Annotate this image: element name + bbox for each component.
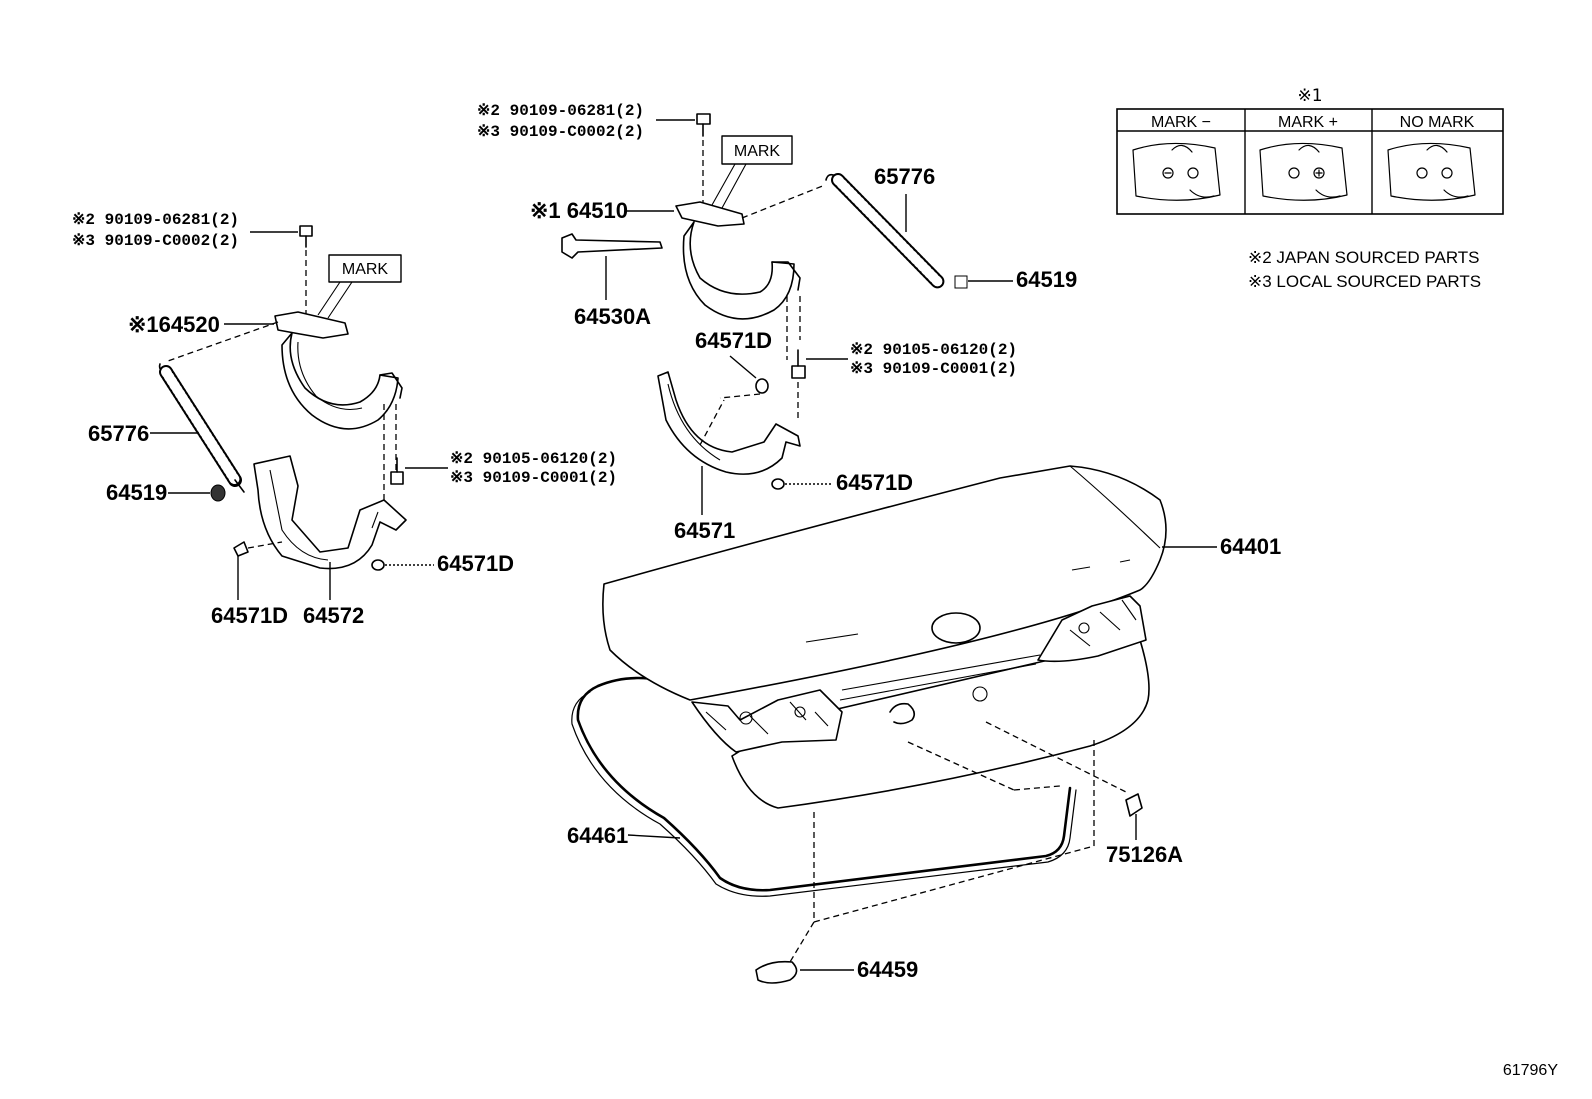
upper-hinge-assembly: MARK [561,113,968,490]
legend-sketch-minus [1132,142,1221,201]
label-upper-bush: 64519 [1016,267,1077,292]
legend-sketch-no-mark [1387,142,1476,201]
left-hinge-assembly: MARK [158,225,407,571]
trunk-lid-assembly [571,465,1167,984]
label-weatherstrip: 64461 [567,823,628,848]
label-hole-plug: 75126A [1106,842,1183,867]
label-upper-hinge: ※1 64510 [530,198,628,223]
note-local-sourced: ※3 LOCAL SOURCED PARTS [1248,272,1481,291]
label-left-clip-left: 64571D [211,603,288,628]
label-left-bush: 64519 [106,480,167,505]
legend-title: ※1 [1297,86,1322,106]
label-upper-cover: 64571 [674,518,735,543]
left-spring [158,363,245,493]
label-left-bolt2-japan: ※2 90105-06120(2) [450,450,617,468]
left-labels: ※2 90109-06281(2) ※3 90109-C0002(2) ※164… [72,211,617,628]
label-trunk-lid: 64401 [1220,534,1281,559]
label-upper-bolt2-local: ※3 90109-C0001(2) [850,360,1017,378]
label-left-clip-right: 64571D [437,551,514,576]
label-upper-bolt-japan: ※2 90109-06281(2) [477,102,644,120]
label-upper-bolt2-japan: ※2 90105-06120(2) [850,341,1017,359]
legend-col-mark-plus: MARK + [1278,114,1338,131]
left-hinge-bolt [299,225,313,318]
lid-labels: 64401 64461 75126A 64459 [567,534,1281,982]
label-upper-bolt-local: ※3 90109-C0002(2) [477,123,644,141]
left-mark-tag: MARK [342,261,389,278]
label-left-bolt-japan: ※2 90109-06281(2) [72,211,239,229]
label-left-spring: 65776 [88,421,149,446]
note-japan-sourced: ※2 JAPAN SOURCED PARTS [1248,248,1480,267]
label-upper-clip-upper: 64571D [695,328,772,353]
upper-mark-tag: MARK [734,143,781,160]
legend-sketch-plus [1259,142,1348,201]
label-upper-clip-lower: 64571D [836,470,913,495]
label-upper-spring: 65776 [874,164,935,189]
label-left-bolt2-local: ※3 90109-C0001(2) [450,469,617,487]
legend-col-mark-minus: MARK − [1151,114,1211,131]
label-left-hinge: ※164520 [128,312,220,337]
upper-labels: ※2 90109-06281(2) ※3 90109-C0002(2) ※1 6… [477,102,1077,543]
label-bumper: 64459 [857,957,918,982]
sheet-code: 61796Y [1503,1062,1558,1079]
label-upper-rod: 64530A [574,304,651,329]
label-left-cover: 64572 [303,603,364,628]
mark-legend: ※1 MARK − MARK + NO MARK [1116,86,1504,215]
label-left-bolt-local: ※3 90109-C0002(2) [72,232,239,250]
legend-col-no-mark: NO MARK [1400,114,1475,131]
